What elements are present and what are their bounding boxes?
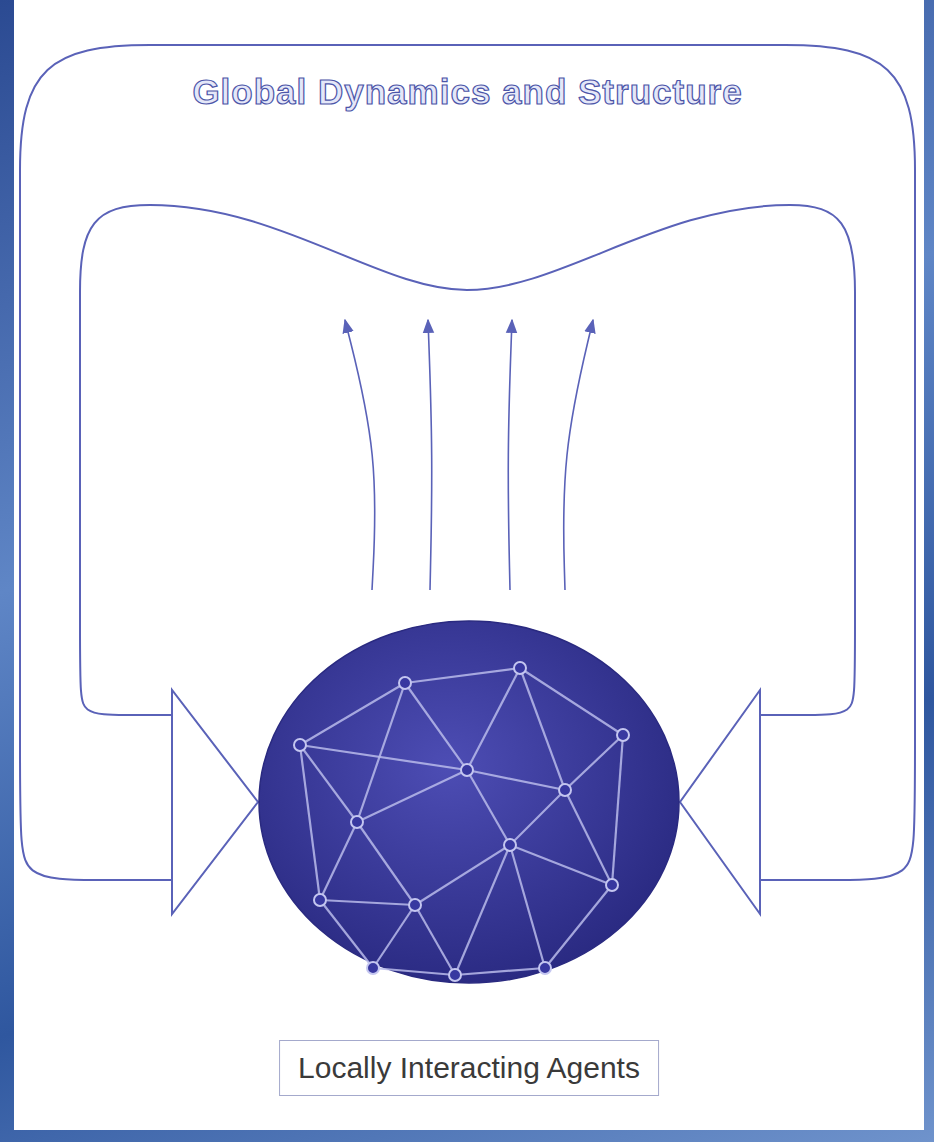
agent-dot [504, 839, 516, 851]
network-link [415, 905, 455, 975]
feedback-line [760, 292, 915, 880]
agent-dot [367, 962, 379, 974]
network-link [520, 668, 565, 790]
arrow-line [564, 320, 593, 590]
global-band: Global Dynamics and Structure [20, 40, 915, 292]
network-link [300, 745, 357, 822]
feedback-arrow [680, 292, 915, 914]
arrow-line [428, 320, 432, 590]
agent-dot [559, 784, 571, 796]
agent-dot [539, 962, 551, 974]
network-link [510, 845, 545, 968]
network-link [357, 822, 415, 905]
network-link [320, 900, 373, 968]
emergence-arrow [564, 320, 593, 590]
arrow-line [508, 320, 512, 590]
agent-dot [314, 894, 326, 906]
feedback-line [20, 292, 172, 880]
network-link [455, 968, 545, 975]
network-link [405, 668, 520, 683]
network-link [565, 790, 612, 885]
network-link [373, 905, 415, 968]
emergence-arrow [508, 320, 512, 590]
emergence-arrow [345, 320, 375, 590]
feedback-line [80, 292, 172, 715]
network-link [510, 845, 612, 885]
network-link [373, 968, 455, 975]
network-link [320, 900, 415, 905]
network-link [415, 845, 510, 905]
network-link [300, 745, 467, 770]
network-link [545, 885, 612, 968]
agents-label-box: Locally Interacting Agents [279, 1040, 659, 1096]
network-link [467, 770, 510, 845]
network-link [455, 845, 510, 975]
feedback-head [680, 690, 760, 914]
agent-network [294, 662, 629, 981]
agent-dot [461, 764, 473, 776]
agent-dot [409, 899, 421, 911]
feedback-head [172, 690, 258, 914]
network-link [510, 790, 565, 845]
network-link [357, 683, 405, 822]
network-link [357, 770, 467, 822]
network-link [300, 745, 320, 900]
emergence-arrow [428, 320, 432, 590]
title-text: Global Dynamics and Structure [192, 72, 742, 112]
white-panel [14, 0, 924, 1130]
arrow-line [345, 320, 375, 590]
network-link [520, 668, 623, 735]
agent-dot [399, 677, 411, 689]
network-link [565, 735, 623, 790]
agent-dot [449, 969, 461, 981]
oval-fill [259, 621, 679, 983]
agents-oval: Locally Interacting Agents [258, 620, 680, 984]
network-link [612, 735, 623, 885]
feedback-line [760, 292, 855, 715]
network-link [467, 668, 520, 770]
agent-dot [351, 816, 363, 828]
oval-shape [258, 620, 680, 984]
agent-dot [617, 729, 629, 741]
network-link [320, 822, 357, 900]
agent-dot [514, 662, 526, 674]
network-link [300, 683, 405, 745]
feedback-arrow [20, 292, 258, 914]
arch-outer-line [20, 45, 915, 292]
node-label: Locally Interacting Agents [298, 1051, 640, 1084]
agent-dot [294, 739, 306, 751]
network-link [405, 683, 467, 770]
agent-dot [606, 879, 618, 891]
arch-inner-line [80, 205, 855, 292]
network-link [467, 770, 565, 790]
